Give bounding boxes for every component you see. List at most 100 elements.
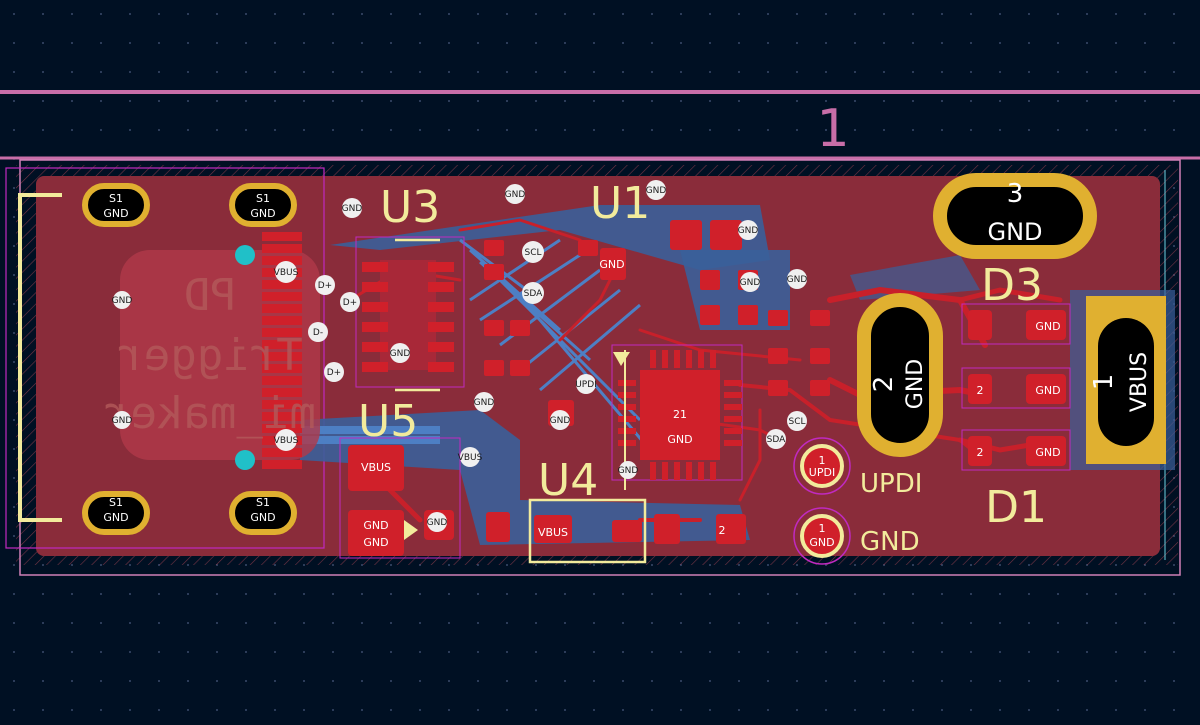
svg-text:GND: GND — [787, 275, 808, 285]
u5-footprint[interactable]: VBUS GND GND U5 — [339, 396, 461, 559]
d3-reference: D3 — [981, 260, 1043, 311]
via[interactable]: SDA — [522, 282, 544, 304]
via[interactable]: GND — [618, 461, 639, 479]
via[interactable]: D+ — [324, 362, 344, 382]
fab-line-1: PD — [184, 270, 237, 321]
svg-text:GND: GND — [738, 226, 759, 236]
tp-updi-label: UPDI — [860, 469, 922, 499]
svg-text:GND: GND — [505, 190, 526, 200]
fab-line-2: Trigger — [117, 330, 302, 381]
via[interactable]: D+ — [340, 292, 360, 312]
d1-pad-gnd: GND — [1035, 446, 1060, 459]
svg-text:GND: GND — [550, 416, 571, 426]
pad-3-net: GND — [987, 218, 1042, 246]
via[interactable]: GND — [112, 291, 133, 309]
u4-reference: U4 — [538, 455, 598, 506]
d3-pad-gnd: GND — [1035, 320, 1060, 333]
u1-exposed-pad-net: GND — [667, 433, 692, 446]
svg-text:VBUS: VBUS — [274, 268, 299, 278]
shield-pad-label: S1 — [256, 496, 270, 509]
svg-text:SCL: SCL — [788, 417, 805, 427]
svg-text:D+: D+ — [327, 368, 341, 378]
shield-pad-net: GND — [250, 511, 275, 524]
via[interactable]: GND — [738, 220, 759, 240]
via[interactable]: D- — [308, 322, 328, 342]
tp-gnd-label: GND — [860, 527, 920, 557]
svg-text:GND: GND — [112, 296, 133, 306]
via[interactable]: GND — [112, 411, 133, 429]
test-point-updi[interactable]: 1 UPDI UPDI — [793, 437, 922, 499]
u5-pad-gnd-net: GND — [363, 536, 388, 549]
svg-text:D-: D- — [313, 328, 323, 338]
via[interactable]: SCL — [787, 411, 807, 431]
via[interactable]: GND — [646, 180, 667, 200]
u1-reference: U1 — [590, 178, 650, 229]
tp-gnd-net: GND — [809, 536, 834, 549]
svg-text:GND: GND — [112, 416, 133, 426]
via[interactable]: GND — [505, 184, 526, 204]
pad-1-net: VBUS — [1127, 352, 1152, 412]
u5-pad-gnd: GND — [363, 519, 388, 532]
u4-pad-vbus: VBUS — [538, 526, 568, 539]
svg-text:SDA: SDA — [767, 435, 786, 445]
via[interactable]: GND — [787, 269, 808, 289]
via[interactable]: SCL — [522, 241, 544, 263]
svg-text:VBUS: VBUS — [458, 453, 483, 463]
cap-pad-2: 2 — [719, 524, 726, 537]
via[interactable]: UPDI — [575, 374, 597, 394]
svg-text:SCL: SCL — [524, 248, 541, 258]
via[interactable]: GND — [550, 410, 571, 430]
dimension-value: 1 — [816, 99, 849, 159]
u3-reference: U3 — [380, 182, 440, 233]
vbus-pad-1[interactable]: 1 VBUS — [1086, 296, 1166, 464]
via[interactable]: GND — [342, 198, 363, 218]
via[interactable]: GND — [427, 512, 448, 532]
svg-text:GND: GND — [427, 518, 448, 528]
u5-reference: U5 — [358, 396, 418, 447]
shield-pad-label: S1 — [256, 192, 270, 205]
usb-courtyard — [5, 167, 325, 549]
via[interactable]: D+ — [315, 275, 335, 295]
svg-text:D+: D+ — [343, 298, 357, 308]
d1-reference: D1 — [985, 482, 1047, 533]
d2-pad-gnd: GND — [1035, 384, 1060, 397]
pad-3-number: 3 — [1007, 179, 1024, 209]
gnd-pad-3[interactable]: 3 GND — [933, 173, 1097, 259]
pad-2-net: GND — [903, 359, 928, 409]
u3-footprint[interactable]: U3 — [355, 182, 465, 392]
d1-pad-2: 2 — [977, 446, 984, 459]
vias[interactable]: GND GND VBUS VBUS GND D+ D+ D- D+ GND GN… — [112, 180, 808, 532]
via[interactable]: VBUS — [274, 261, 299, 283]
svg-text:GND: GND — [342, 204, 363, 214]
u1-exposed-pad-number: 21 — [673, 408, 687, 421]
via[interactable]: GND — [740, 272, 761, 292]
svg-text:D+: D+ — [318, 281, 332, 291]
tp-updi-net: UPDI — [809, 466, 835, 479]
d2-pad-2: 2 — [977, 384, 984, 397]
svg-text:GND: GND — [618, 466, 639, 476]
tp-gnd-pad: 1 — [819, 522, 826, 535]
d1-footprint[interactable]: GND 2 D1 — [961, 429, 1071, 533]
d3-footprint[interactable]: GND D3 — [961, 260, 1071, 345]
u4-footprint[interactable]: VBUS U4 — [528, 455, 647, 564]
shield-pad-net: GND — [103, 207, 128, 220]
usb-c-connector[interactable]: S1 GND S1 GND S1 GND S1 GND — [18, 183, 320, 535]
via[interactable]: VBUS — [274, 429, 299, 451]
svg-text:VBUS: VBUS — [274, 436, 299, 446]
gnd-pad-2[interactable]: 2 GND — [857, 293, 943, 457]
via[interactable]: GND — [390, 343, 411, 363]
shield-pad-label: S1 — [109, 496, 123, 509]
pad-1-number: 1 — [1089, 374, 1119, 391]
via[interactable]: VBUS — [458, 447, 483, 467]
d2-footprint[interactable]: GND 2 — [961, 367, 1071, 409]
shield-pad-net: GND — [103, 511, 128, 524]
back-silkscreen-text: PD Trigger mi_maker — [104, 270, 316, 439]
test-point-gnd[interactable]: 1 GND GND — [793, 507, 920, 565]
svg-text:GND: GND — [474, 398, 495, 408]
via[interactable]: GND — [474, 392, 495, 412]
via[interactable]: SDA — [766, 429, 786, 449]
svg-text:GND: GND — [740, 278, 761, 288]
svg-text:GND: GND — [390, 349, 411, 359]
shield-pad-label: S1 — [109, 192, 123, 205]
